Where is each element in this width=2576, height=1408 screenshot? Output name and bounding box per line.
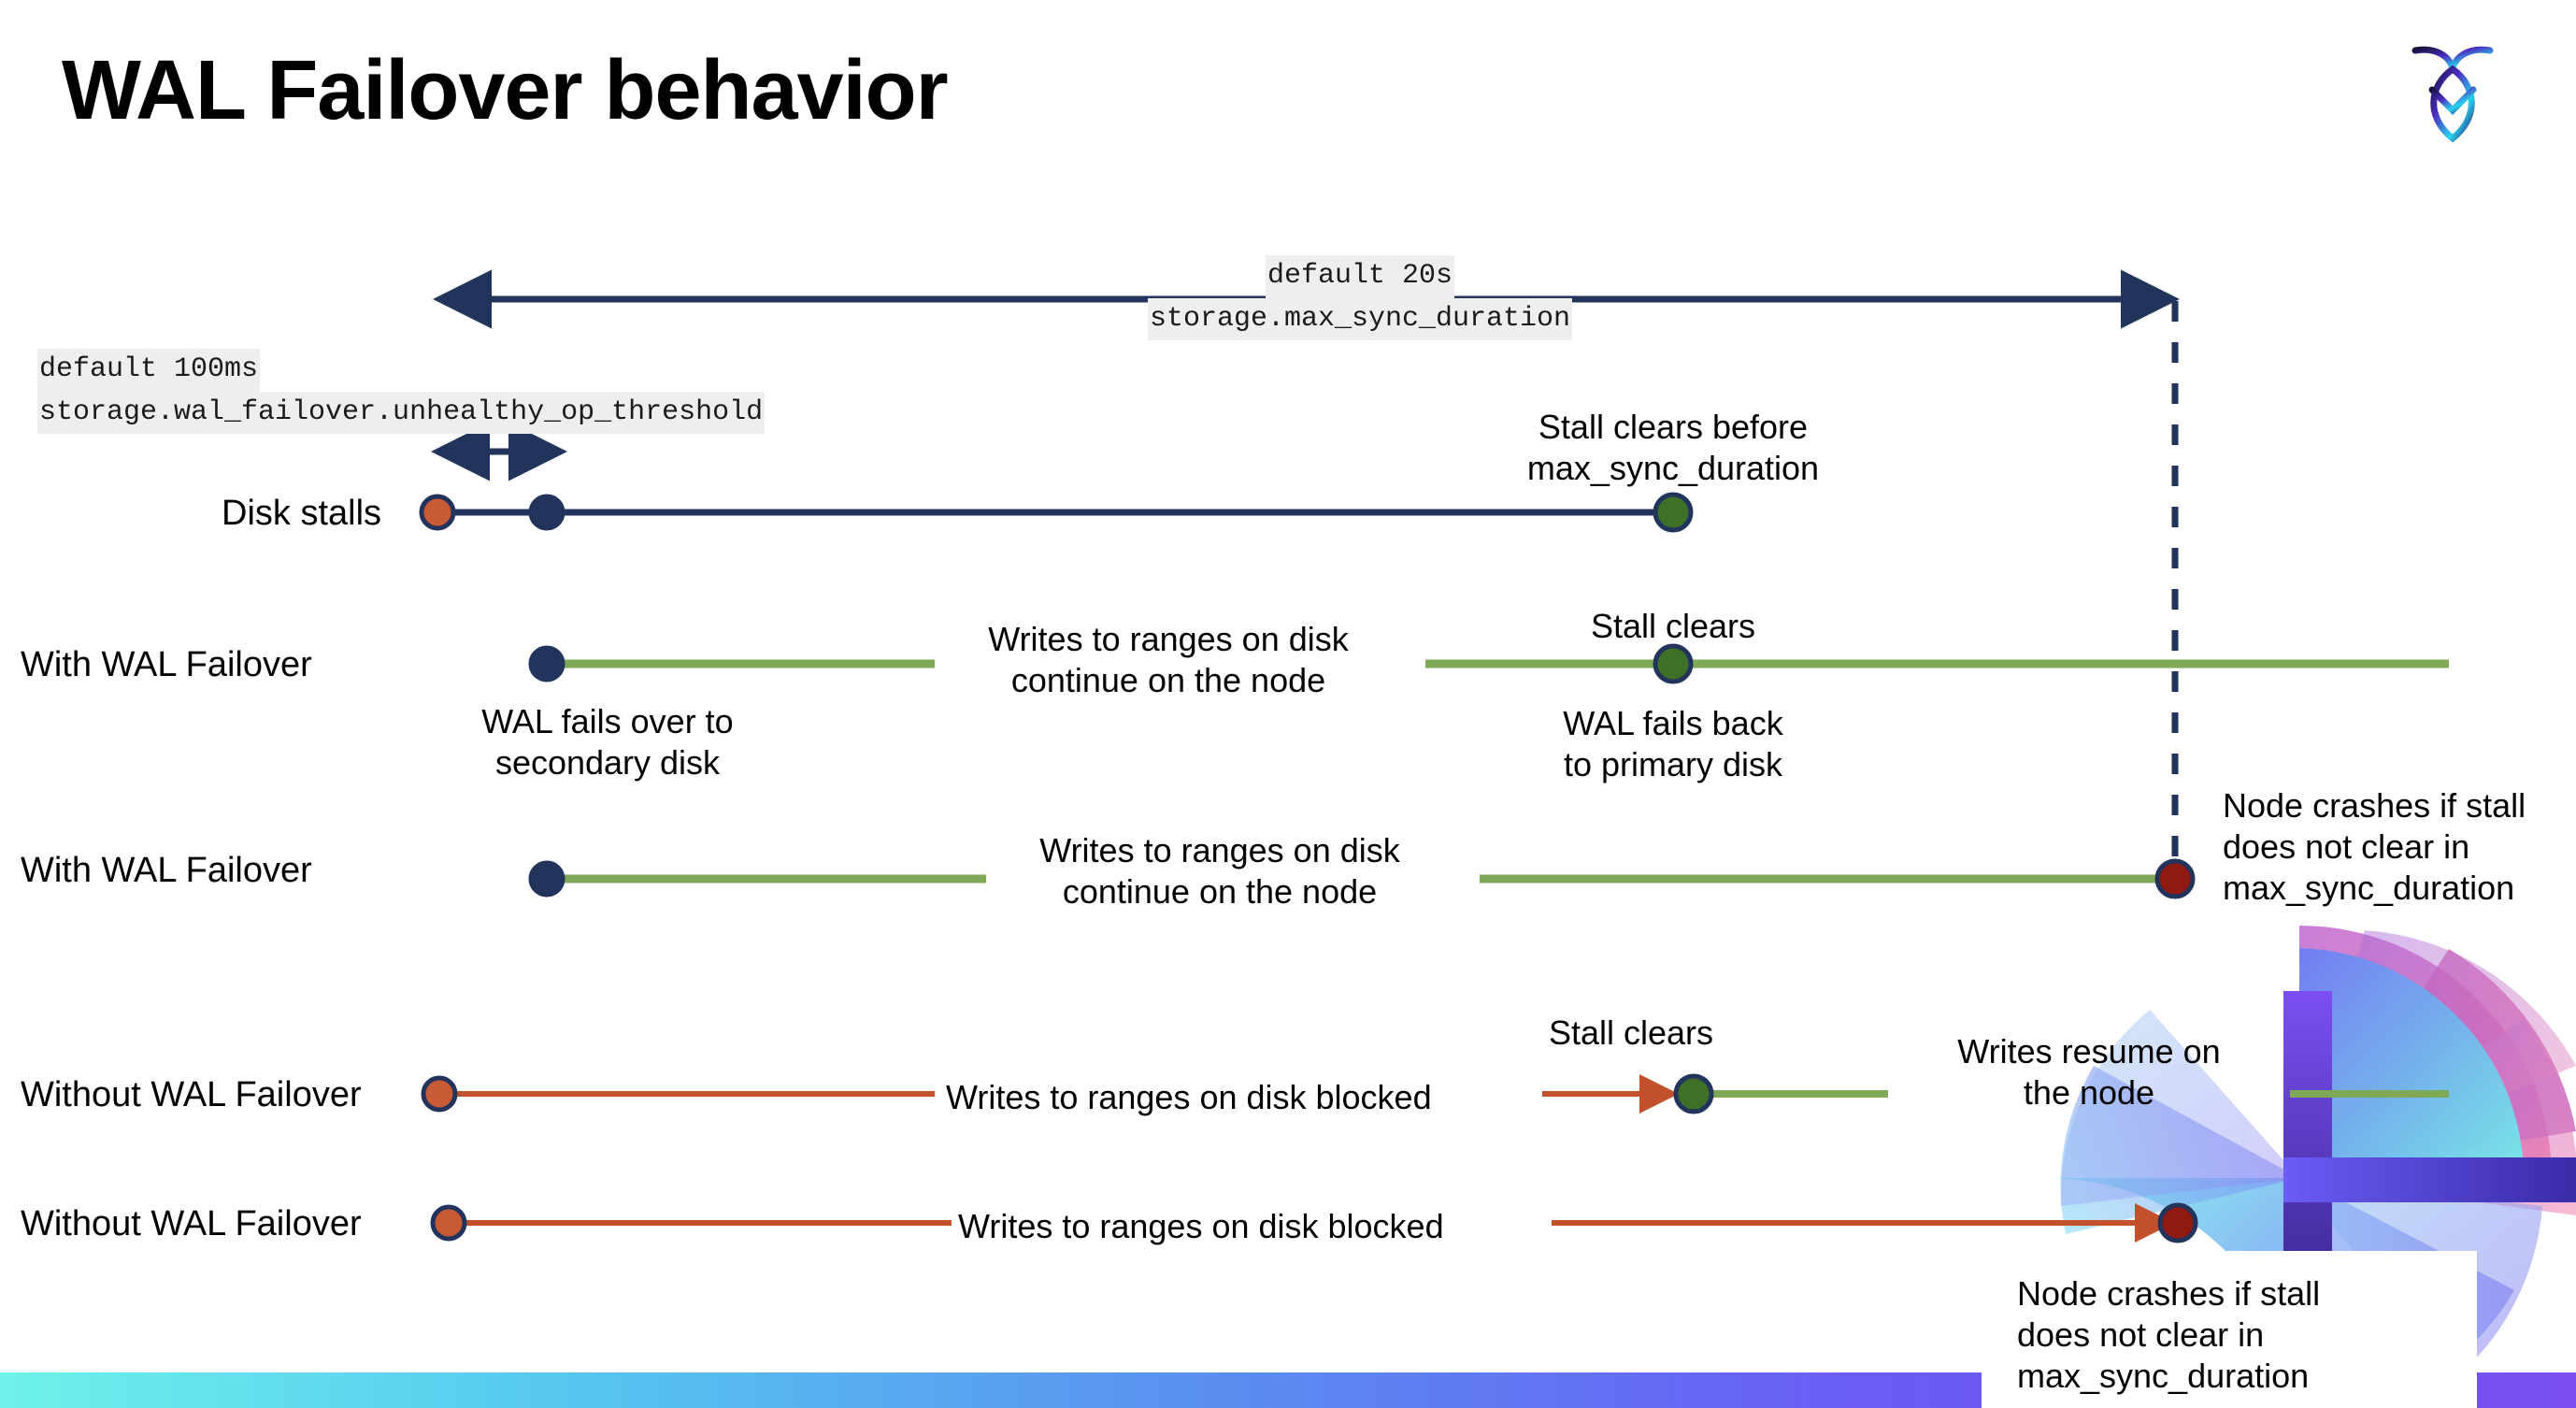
row-with-wal-failover-crash-line	[528, 858, 2196, 899]
note-wal-fails-over-secondary: WAL fails over to secondary disk	[430, 701, 785, 783]
dot-failover-trigger	[528, 494, 565, 531]
decorative-fan-svg	[2047, 926, 2576, 1408]
dot-stall-clears-no-failover	[1673, 1073, 1714, 1114]
cockroach-labs-logo-icon	[2397, 28, 2509, 150]
row-label-without-wal-failover-1: Without WAL Failover	[21, 1075, 362, 1114]
unhealthy-op-setting-text: storage.wal_failover.unhealthy_op_thresh…	[37, 391, 766, 434]
max-sync-default-text: default 20s	[1265, 255, 1455, 298]
max-sync-setting-text: storage.max_sync_duration	[1147, 297, 1573, 340]
unhealthy-op-threshold-annotation: default 100ms storage.wal_failover.unhea…	[37, 349, 841, 434]
note-line: secondary disk	[494, 742, 721, 782]
unhealthy-op-default-text: default 100ms	[37, 349, 261, 392]
dot-stall-start	[419, 494, 456, 531]
note-writes-continue-2: Writes to ranges on disk continue on the…	[986, 830, 1453, 912]
note-node-crashes-1: Node crashes if stall does not clear in …	[2223, 785, 2576, 909]
note-writes-continue-1: Writes to ranges on disk continue on the…	[935, 619, 1402, 701]
row-with-wal-failover-clears-line	[528, 643, 2449, 684]
note-line: max_sync_duration	[1526, 448, 1820, 487]
note-line: Writes resume on	[1957, 1032, 2221, 1070]
dot-wal-fails-over-2	[528, 860, 565, 898]
decorative-fan-graphic	[1925, 898, 2576, 1408]
note-line: the node	[2023, 1072, 2155, 1112]
note-writes-blocked-1: Writes to ranges on disk blocked	[946, 1078, 1432, 1116]
page-title: WAL Failover behavior	[62, 44, 949, 137]
note-stall-clears-2: Stall clears	[1548, 1013, 1714, 1052]
callout-backdrop	[1982, 1251, 2477, 1408]
note-wal-fails-back-primary: WAL fails back to primary disk	[1505, 703, 1841, 785]
dot-stall-clears-disk	[1653, 492, 1694, 533]
row-label-with-wal-failover-1: With WAL Failover	[21, 645, 312, 684]
note-line: Stall clears before	[1538, 408, 1809, 446]
note-line: does not clear in	[2017, 1315, 2265, 1354]
note-line: continue on the node	[1010, 660, 1326, 699]
note-line: to primary disk	[1563, 744, 1783, 783]
row-label-with-wal-failover-2: With WAL Failover	[21, 851, 312, 890]
dot-stall-start-3	[430, 1204, 467, 1242]
note-line: Node crashes if stall	[2017, 1274, 2321, 1313]
note-line: does not clear in	[2223, 826, 2470, 866]
max-sync-duration-annotation: default 20s storage.max_sync_duration	[1140, 255, 1580, 340]
note-line: Node crashes if stall	[2223, 786, 2526, 825]
dot-wal-fails-over	[528, 645, 565, 682]
note-writes-resume: Writes resume on the node	[1935, 1031, 2243, 1113]
note-line: WAL fails back	[1563, 704, 1783, 742]
row-label-disk-stalls: Disk stalls	[222, 494, 382, 533]
note-writes-blocked-2: Writes to ranges on disk blocked	[958, 1207, 1444, 1245]
note-line: continue on the node	[1062, 871, 1378, 911]
note-line: Writes to ranges on disk	[988, 620, 1349, 658]
row-without-wal-failover-crash-line	[430, 1202, 2198, 1243]
note-line: max_sync_duration	[2017, 1356, 2310, 1395]
row-disk-stalls-line	[419, 492, 1694, 533]
note-stall-clears-1: Stall clears	[1590, 607, 1756, 645]
row-label-without-wal-failover-2: Without WAL Failover	[21, 1204, 362, 1243]
note-line: Writes to ranges on disk	[1039, 831, 1400, 869]
dot-stall-clears-failover	[1653, 643, 1694, 684]
note-node-crashes-2: Node crashes if stall does not clear in …	[2017, 1273, 2391, 1397]
note-line: WAL fails over to	[481, 702, 734, 740]
dot-node-crash-1	[2154, 858, 2196, 899]
note-stall-clears-before-max-sync: Stall clears before max_sync_duration	[1467, 407, 1879, 489]
dot-node-crash-2	[2157, 1202, 2198, 1243]
note-line: max_sync_duration	[2223, 868, 2515, 907]
dot-stall-start-2	[421, 1075, 458, 1113]
row-without-wal-failover-clears-line	[421, 1073, 2449, 1114]
